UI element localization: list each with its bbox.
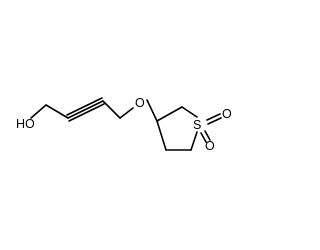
- bond-o-c3: [146, 99, 158, 122]
- triple-bond-line-2: [68, 103, 105, 122]
- bond-c2-s: [181, 106, 198, 118]
- hydroxyl-label: HO: [16, 117, 35, 131]
- bond-c4-c3: [156, 120, 167, 151]
- chemical-structure-diagram: HO O S O O: [16, 96, 232, 153]
- double-bond-s-o1-a: [206, 113, 221, 121]
- triple-bond-line-1: [67, 100, 104, 119]
- sulfonyl-oxygen-2-label: O: [205, 139, 215, 153]
- sulfonyl-oxygen-1-label: O: [222, 107, 232, 121]
- bond-s-c5: [190, 131, 198, 151]
- double-bond-s-o2-b: [200, 132, 207, 143]
- ether-oxygen-label: O: [135, 96, 145, 110]
- bond-ch2-alkyne: [45, 104, 69, 119]
- bond-ho-ch2: [30, 104, 47, 119]
- bond-ch2-o: [119, 107, 134, 119]
- bond-c3-c2: [156, 106, 183, 122]
- bond-alkyne-ch2: [102, 100, 121, 119]
- sulfur-label: S: [193, 118, 201, 132]
- double-bond-s-o1-b: [207, 117, 222, 125]
- triple-bond-line-3: [66, 97, 103, 116]
- double-bond-s-o2-a: [204, 130, 211, 141]
- structure-canvas: HO O S O O: [16, 96, 232, 153]
